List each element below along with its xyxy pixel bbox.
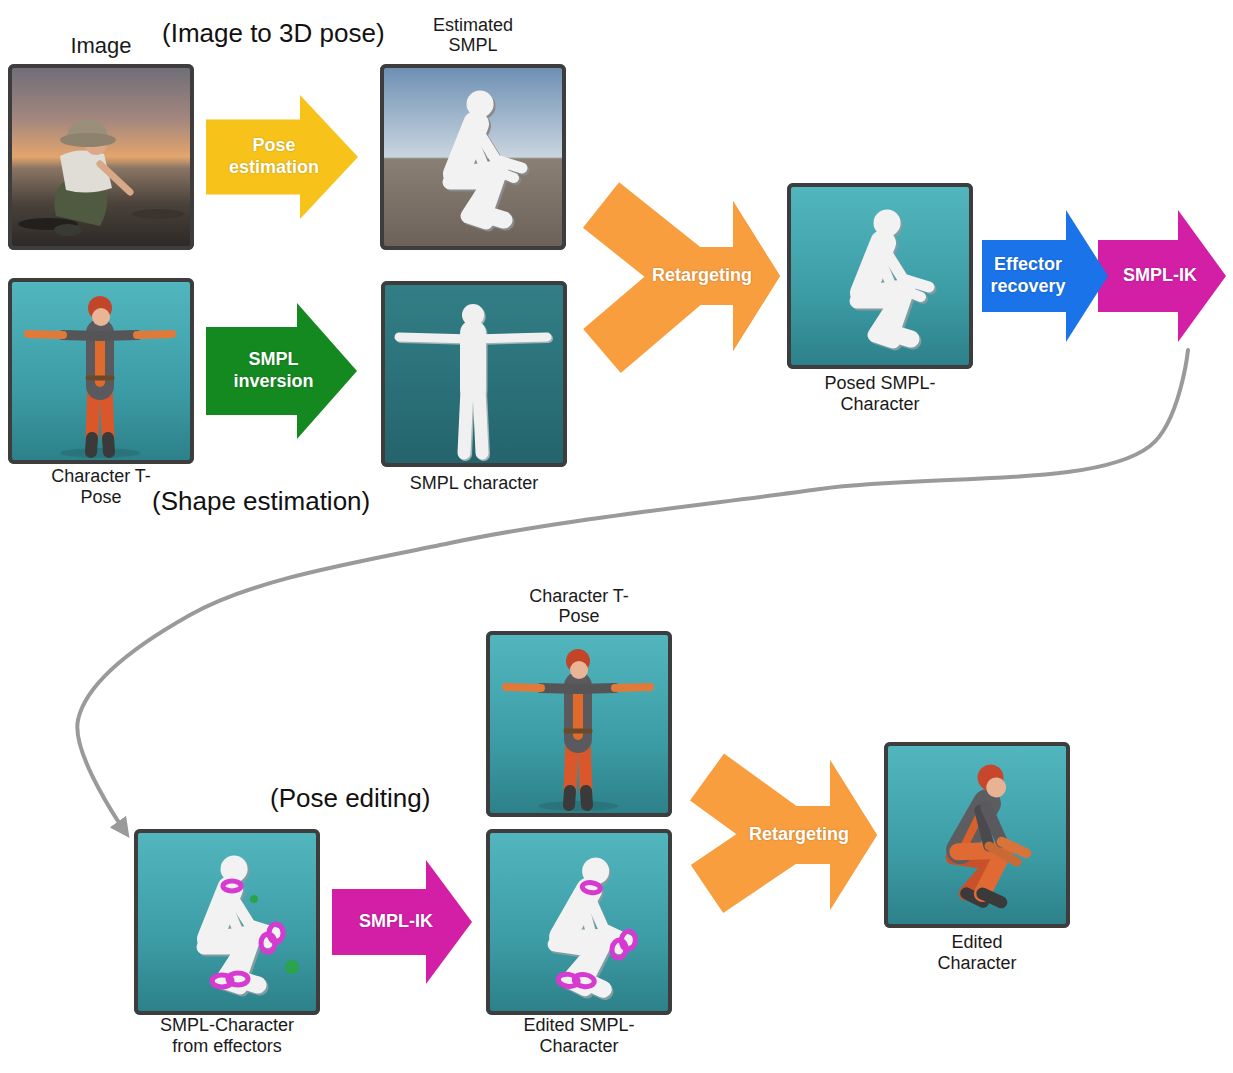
process-label: SMPL-IK bbox=[346, 911, 446, 933]
flow-curve bbox=[77, 350, 1188, 833]
image-panel: Edited SMPL-Character bbox=[486, 829, 672, 1015]
image-panel: Estimated SMPL bbox=[380, 64, 566, 250]
image-panel: Character T-Pose bbox=[486, 631, 672, 817]
image-panel: SMPL character bbox=[381, 281, 567, 467]
character-figure bbox=[8, 278, 194, 464]
panel-caption: Edited SMPL-Character bbox=[504, 1015, 654, 1056]
block-arrow bbox=[602, 201, 780, 351]
character-figure bbox=[884, 742, 1070, 928]
panel-caption: SMPL character bbox=[374, 473, 574, 494]
stage-label: (Shape estimation) bbox=[152, 486, 370, 517]
process-label: SMPL inversion bbox=[219, 349, 329, 392]
photo bbox=[8, 64, 194, 250]
panel-caption: SMPL-Character from effectors bbox=[152, 1015, 302, 1056]
block-arrow bbox=[206, 95, 358, 219]
smpl-figure bbox=[380, 64, 566, 250]
panel-caption: Image bbox=[51, 33, 151, 58]
process-label: Retargeting bbox=[734, 824, 864, 846]
block-arrow bbox=[77, 210, 1226, 833]
block-arrow bbox=[601, 201, 780, 351]
panel-caption: Character T-Pose bbox=[529, 586, 629, 627]
character-figure bbox=[486, 631, 672, 817]
image-panel: Image bbox=[8, 64, 194, 250]
stage-label: (Pose editing) bbox=[270, 783, 430, 814]
block-arrow bbox=[707, 760, 877, 910]
stage-label: (Image to 3D pose) bbox=[162, 18, 385, 49]
arrow-shape bbox=[1066, 210, 1108, 342]
process-label: Effector recovery bbox=[978, 254, 1078, 297]
image-panel: Posed SMPL-Character bbox=[787, 183, 973, 369]
panel-caption: Posed SMPL-Character bbox=[805, 373, 955, 414]
block-arrow bbox=[206, 303, 357, 439]
panel-caption: Estimated SMPL bbox=[423, 15, 523, 56]
process-label: Retargeting bbox=[637, 265, 767, 287]
image-panel: Character T-Pose bbox=[8, 278, 194, 464]
block-arrow bbox=[707, 760, 877, 910]
panel-caption: Character T-Pose bbox=[51, 466, 151, 507]
smpl-figure bbox=[486, 829, 672, 1015]
process-label: Pose estimation bbox=[219, 135, 329, 178]
arrow-shape bbox=[602, 276, 734, 351]
smpl-figure bbox=[134, 829, 320, 1015]
smpl-figure bbox=[381, 281, 567, 467]
smpl-figure bbox=[787, 183, 973, 369]
panel-caption: Edited Character bbox=[927, 932, 1027, 973]
block-arrow bbox=[332, 860, 472, 984]
image-panel: SMPL-Character from effectors bbox=[134, 829, 320, 1015]
image-panel: Edited Character bbox=[884, 742, 1070, 928]
process-label: SMPL-IK bbox=[1110, 265, 1210, 287]
